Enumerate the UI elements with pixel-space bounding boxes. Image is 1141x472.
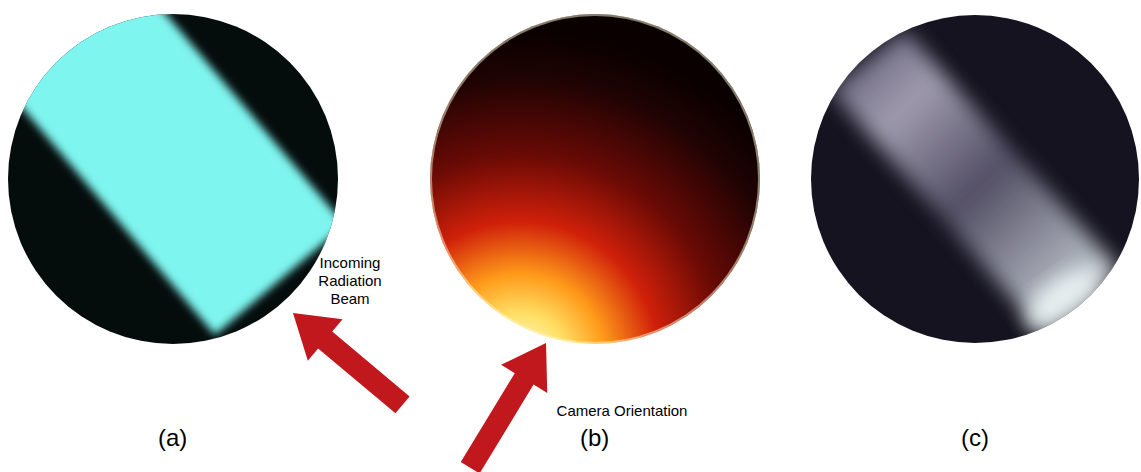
panel-label: (a) — [158, 424, 187, 453]
panel-label: (c) — [961, 424, 989, 453]
camera-label: Camera Orientation — [522, 402, 722, 420]
heat-map — [430, 14, 760, 344]
beam-arrow — [276, 292, 420, 425]
reconstruction-image — [811, 15, 1139, 344]
beam-image — [0, 0, 345, 344]
beam-label: Incoming Radiation Beam — [314, 254, 386, 308]
camera-arrow — [447, 329, 569, 472]
panel-label: (b) — [580, 424, 609, 453]
